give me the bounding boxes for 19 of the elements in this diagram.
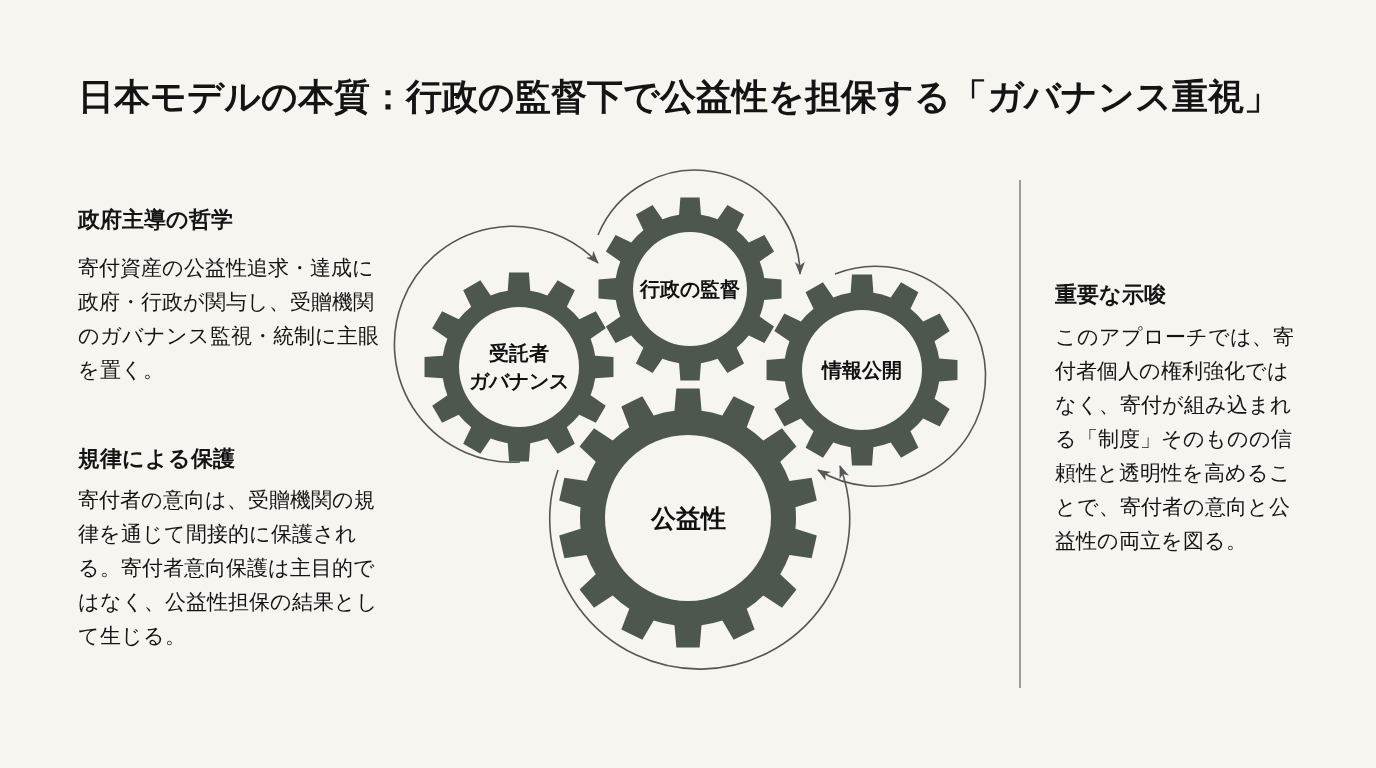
- curved-arrow: [597, 169, 805, 275]
- page-title: 日本モデルの本質：行政の監督下で公益性を担保する「ガバナンス重視」: [78, 76, 1280, 118]
- gear: [598, 197, 782, 381]
- gear-label: 情報公開: [822, 358, 902, 383]
- gear-label: 受託者ガバナンス: [468, 341, 570, 394]
- curved-arrow: [393, 225, 599, 463]
- gear-label: 行政の監督: [640, 277, 740, 302]
- section-heading: 規律による保護: [78, 445, 235, 473]
- section-heading: 政府主導の哲学: [78, 206, 233, 234]
- gear: [766, 274, 958, 466]
- body-paragraph: 寄付者の意向は、受贈機関の規律を通じて間接的に保護される。寄付者意向保護は主目的ではなく、公益性担保の結果として生じる。: [78, 487, 379, 649]
- gear-label: 公益性: [650, 502, 726, 534]
- gear: [424, 272, 614, 462]
- curved-arrow: [817, 265, 987, 487]
- body-paragraph: 寄付資産の公益性追求・達成に政府・行政が関与し、受贈機関のガバナンス監視・統制に主眼を置く。: [78, 255, 380, 383]
- curved-arrow: [549, 465, 851, 670]
- body-paragraph: このアプローチでは、寄付者個人の権利強化ではなく、寄付が組み込まれる「制度」そのものの信頼性と透明性を高めることで、寄付者の意向と公益性の両立を図る。: [1055, 324, 1295, 554]
- gear: [558, 388, 818, 648]
- section-heading: 重要な示唆: [1055, 281, 1166, 309]
